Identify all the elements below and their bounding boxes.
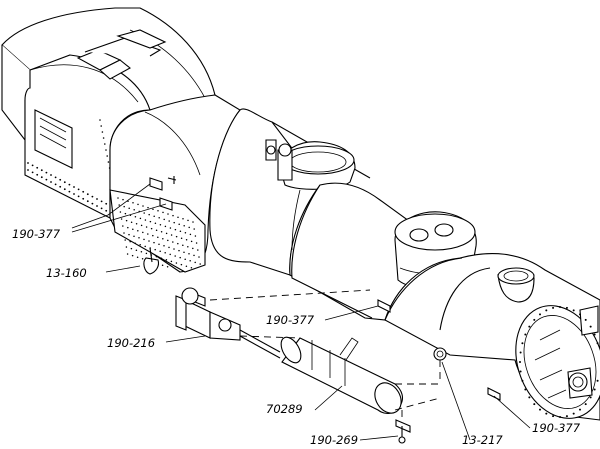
callout-190-377-front: 190-377 bbox=[532, 421, 581, 435]
callout-190-216: 190-216 bbox=[107, 336, 155, 350]
callout-13-217: 13-217 bbox=[462, 433, 503, 447]
smokebox bbox=[384, 253, 600, 421]
boiler-course-1 bbox=[209, 108, 371, 276]
callout-labels: 190-377 13-160 190-216 190-377 70289 190… bbox=[12, 227, 581, 447]
air-pump-assembly bbox=[175, 287, 281, 359]
boiler-course-2 bbox=[289, 182, 477, 321]
callout-70289: 70289 bbox=[266, 402, 303, 416]
assembly-lines bbox=[209, 289, 441, 420]
callout-190-377-cab: 190-377 bbox=[12, 227, 61, 241]
leader-lines bbox=[71, 183, 531, 441]
callout-13-160: 13-160 bbox=[46, 266, 87, 280]
callout-190-377-boiler: 190-377 bbox=[266, 313, 315, 327]
feedwater-heater bbox=[280, 336, 404, 415]
hardware-parts bbox=[143, 176, 501, 444]
cab bbox=[1, 7, 216, 219]
callout-190-269: 190-269 bbox=[310, 433, 358, 447]
firebox bbox=[109, 94, 241, 273]
